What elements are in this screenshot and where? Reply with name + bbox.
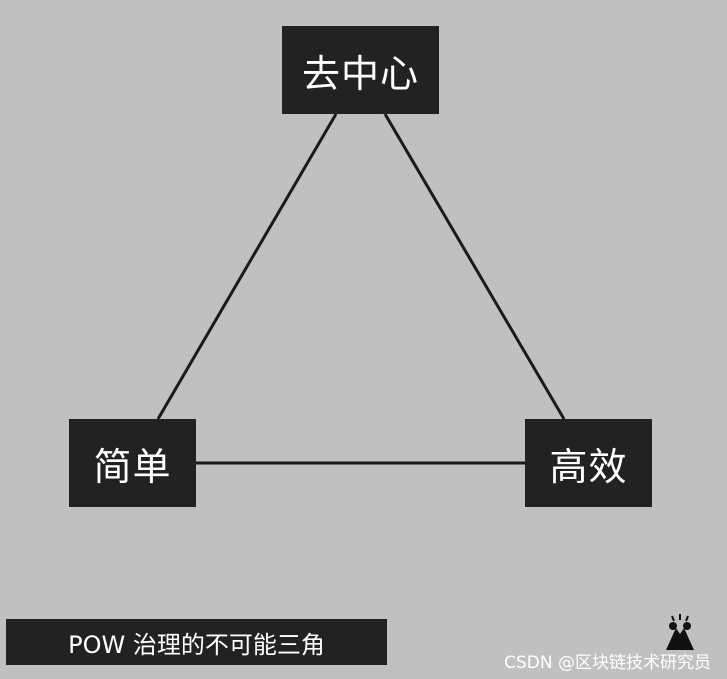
logo-icon xyxy=(666,614,694,650)
edge-top-left xyxy=(156,113,338,420)
caption-label: POW 治理的不可能三角 xyxy=(6,619,387,665)
edge-top-right xyxy=(383,113,566,420)
node-simple: 简单 xyxy=(69,419,196,507)
node-efficient: 高效 xyxy=(525,419,652,507)
node-decentralized: 去中心 xyxy=(282,26,439,114)
watermark-text: CSDN @区块链技术研究员 xyxy=(504,653,711,673)
